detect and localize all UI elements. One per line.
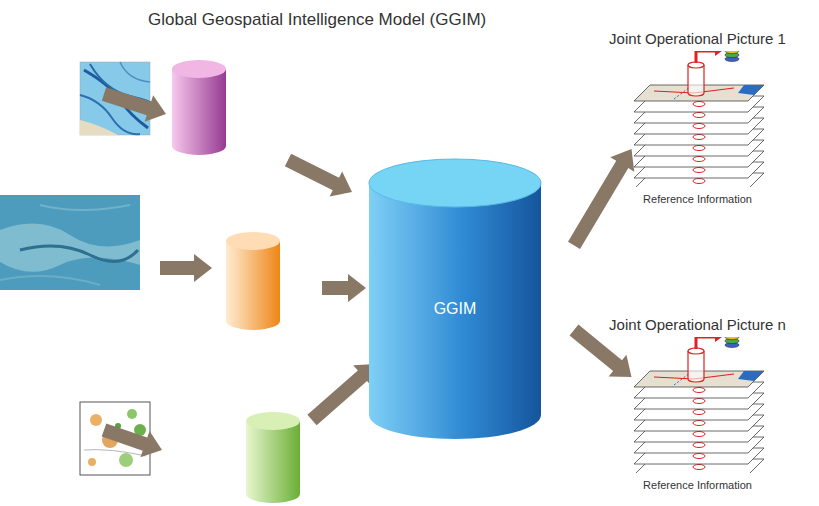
- layer-marker: [693, 421, 705, 426]
- layer-stack: [628, 337, 768, 477]
- database-disk: [725, 51, 739, 54]
- water-area: [738, 85, 764, 95]
- layer-marker: [693, 410, 705, 415]
- layer-marker: [693, 454, 705, 459]
- picture-title: Joint Operational Picture n: [607, 316, 788, 333]
- database-cylinder: [226, 232, 280, 330]
- cylinder-top: [369, 159, 541, 207]
- flow-arrow: [160, 254, 212, 282]
- node-label: GGIM: [434, 300, 477, 318]
- operational-picture: Joint Operational Picture n Reference Inf…: [590, 316, 805, 491]
- layer-marker: [693, 399, 705, 404]
- title: Global Geospatial Intelligence Model (GG…: [148, 10, 486, 30]
- layer-marker: [693, 465, 705, 470]
- layer-marker: [693, 135, 705, 140]
- database-cylinder: [246, 412, 300, 503]
- flow-arrow: [102, 423, 162, 457]
- water-area: [738, 371, 764, 381]
- picture-title: Joint Operational Picture 1: [607, 30, 788, 47]
- layer-marker: [693, 168, 705, 173]
- flow-arrow: [568, 149, 634, 249]
- flow-arrow: [285, 154, 352, 197]
- layer-marker: [693, 443, 705, 448]
- layer-marker: [693, 179, 705, 184]
- flow-arrow: [102, 87, 166, 121]
- layer-marker: [693, 124, 705, 129]
- layer-marker: [693, 388, 705, 393]
- cylinder-shape: [368, 158, 542, 440]
- operational-picture: Joint Operational Picture 1 Reference Inf…: [590, 30, 805, 205]
- database-cylinder: [172, 60, 226, 155]
- database-cylinder: GGIM: [368, 158, 542, 440]
- flow-arrow: [322, 274, 366, 302]
- layer-marker: [693, 157, 705, 162]
- layer-stack-drawing: [628, 337, 768, 473]
- cylinder-icon: [688, 65, 704, 96]
- layer-marker: [693, 432, 705, 437]
- export-arrow-head: [715, 337, 722, 342]
- satellite-image: [0, 195, 140, 290]
- layer-marker: [693, 102, 705, 107]
- layer-marker: [693, 146, 705, 151]
- layer-stack-drawing: [628, 51, 768, 187]
- cylinder-icon: [688, 351, 704, 382]
- picture-caption: Reference Information: [643, 193, 752, 205]
- picture-caption: Reference Information: [643, 479, 752, 491]
- flow-arrow: [307, 364, 376, 425]
- layer-stack: [628, 51, 768, 191]
- export-arrow: [696, 51, 716, 63]
- export-arrow-head: [715, 51, 722, 56]
- export-arrow: [696, 337, 716, 349]
- cylinder-body: [369, 182, 541, 439]
- database-disk: [725, 337, 739, 340]
- layer-marker: [693, 113, 705, 118]
